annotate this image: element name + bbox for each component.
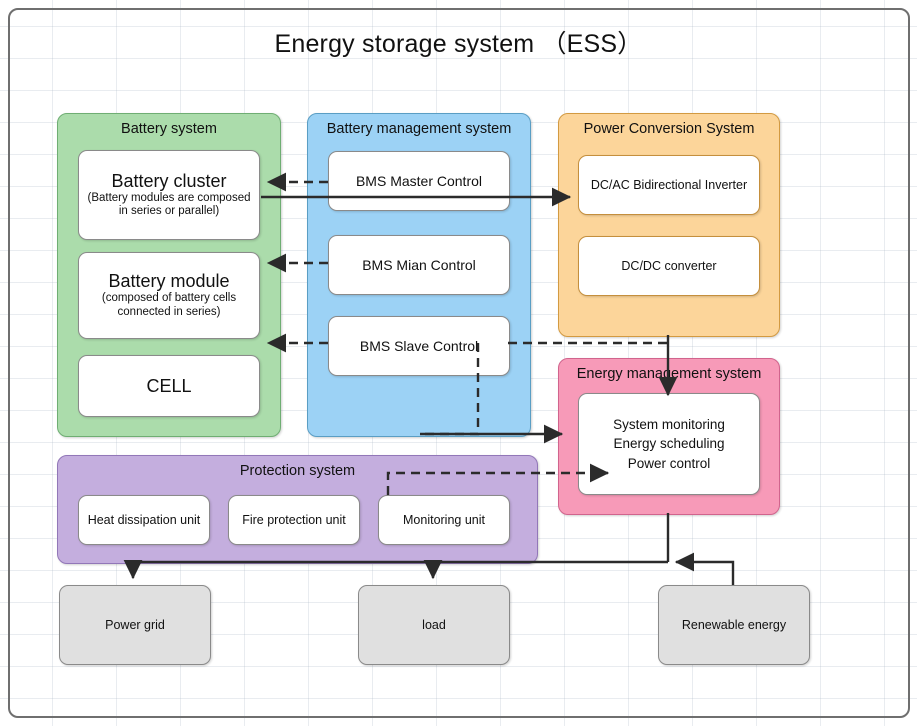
diagram-title: Energy storage system （ESS）	[274, 30, 643, 58]
cell-battery-module-title: Battery module	[108, 271, 230, 292]
cell-battery-module-subtitle: (composed of battery cells connected in …	[101, 292, 237, 318]
cell-ems-functions[interactable]: System monitoring Energy scheduling Powe…	[578, 393, 760, 495]
endpoint-renewable-energy-label: Renewable energy	[681, 618, 787, 632]
cell-fire-protection-unit[interactable]: Fire protection unit	[228, 495, 360, 545]
cell-bms-master-control-title: BMS Master Control	[355, 173, 483, 189]
cell-dc-ac-bidirectional-inverter[interactable]: DC/AC Bidirectional Inverter	[578, 155, 760, 215]
cell-battery-cluster-subtitle: (Battery modules are composed in series …	[87, 191, 251, 218]
group-battery-system-header: Battery system	[121, 121, 217, 137]
cell-bms-main-control[interactable]: BMS Mian Control	[328, 235, 510, 295]
endpoint-power-grid-label: Power grid	[105, 618, 165, 632]
group-power-conversion-system-header: Power Conversion System	[583, 121, 755, 137]
cell-monitoring-unit-title: Monitoring unit	[403, 513, 485, 527]
cell-dc-dc-converter[interactable]: DC/DC converter	[578, 236, 760, 296]
cell-bms-master-control[interactable]: BMS Master Control	[328, 151, 510, 211]
cell-ems-line-1: System monitoring	[613, 416, 725, 432]
endpoint-renewable-energy[interactable]: Renewable energy	[658, 585, 810, 665]
cell-bms-slave-control[interactable]: BMS Slave Control	[328, 316, 510, 376]
cell-fire-protection-unit-title: Fire protection unit	[242, 513, 346, 527]
endpoint-power-grid[interactable]: Power grid	[59, 585, 211, 665]
group-energy-management-system-header: Energy management system	[576, 366, 762, 382]
cell-battery-cell[interactable]: CELL	[78, 355, 260, 417]
group-battery-management-system-header: Battery management system	[326, 121, 512, 137]
cell-ems-line-2: Energy scheduling	[613, 436, 725, 452]
cell-bms-slave-control-title: BMS Slave Control	[359, 338, 479, 354]
group-protection-system-header: Protection system	[239, 463, 356, 479]
cell-dc-ac-bidirectional-inverter-title: DC/AC Bidirectional Inverter	[590, 178, 748, 192]
cell-bms-main-control-title: BMS Mian Control	[362, 257, 476, 273]
cell-battery-cluster-title: Battery cluster	[111, 170, 227, 191]
cell-battery-module[interactable]: Battery module (composed of battery cell…	[78, 252, 260, 339]
diagram-outer-frame	[8, 8, 910, 718]
endpoint-load[interactable]: load	[358, 585, 510, 665]
cell-ems-line-3: Power control	[627, 455, 711, 471]
group-power-conversion-system[interactable]: Power Conversion System	[558, 113, 780, 337]
endpoint-load-label: load	[422, 618, 446, 632]
cell-heat-dissipation-unit[interactable]: Heat dissipation unit	[78, 495, 210, 545]
cell-heat-dissipation-unit-title: Heat dissipation unit	[87, 513, 201, 527]
cell-battery-cluster[interactable]: Battery cluster (Battery modules are com…	[78, 150, 260, 240]
cell-monitoring-unit[interactable]: Monitoring unit	[378, 495, 510, 545]
cell-battery-cell-title: CELL	[146, 375, 192, 396]
cell-dc-dc-converter-title: DC/DC converter	[621, 259, 717, 273]
